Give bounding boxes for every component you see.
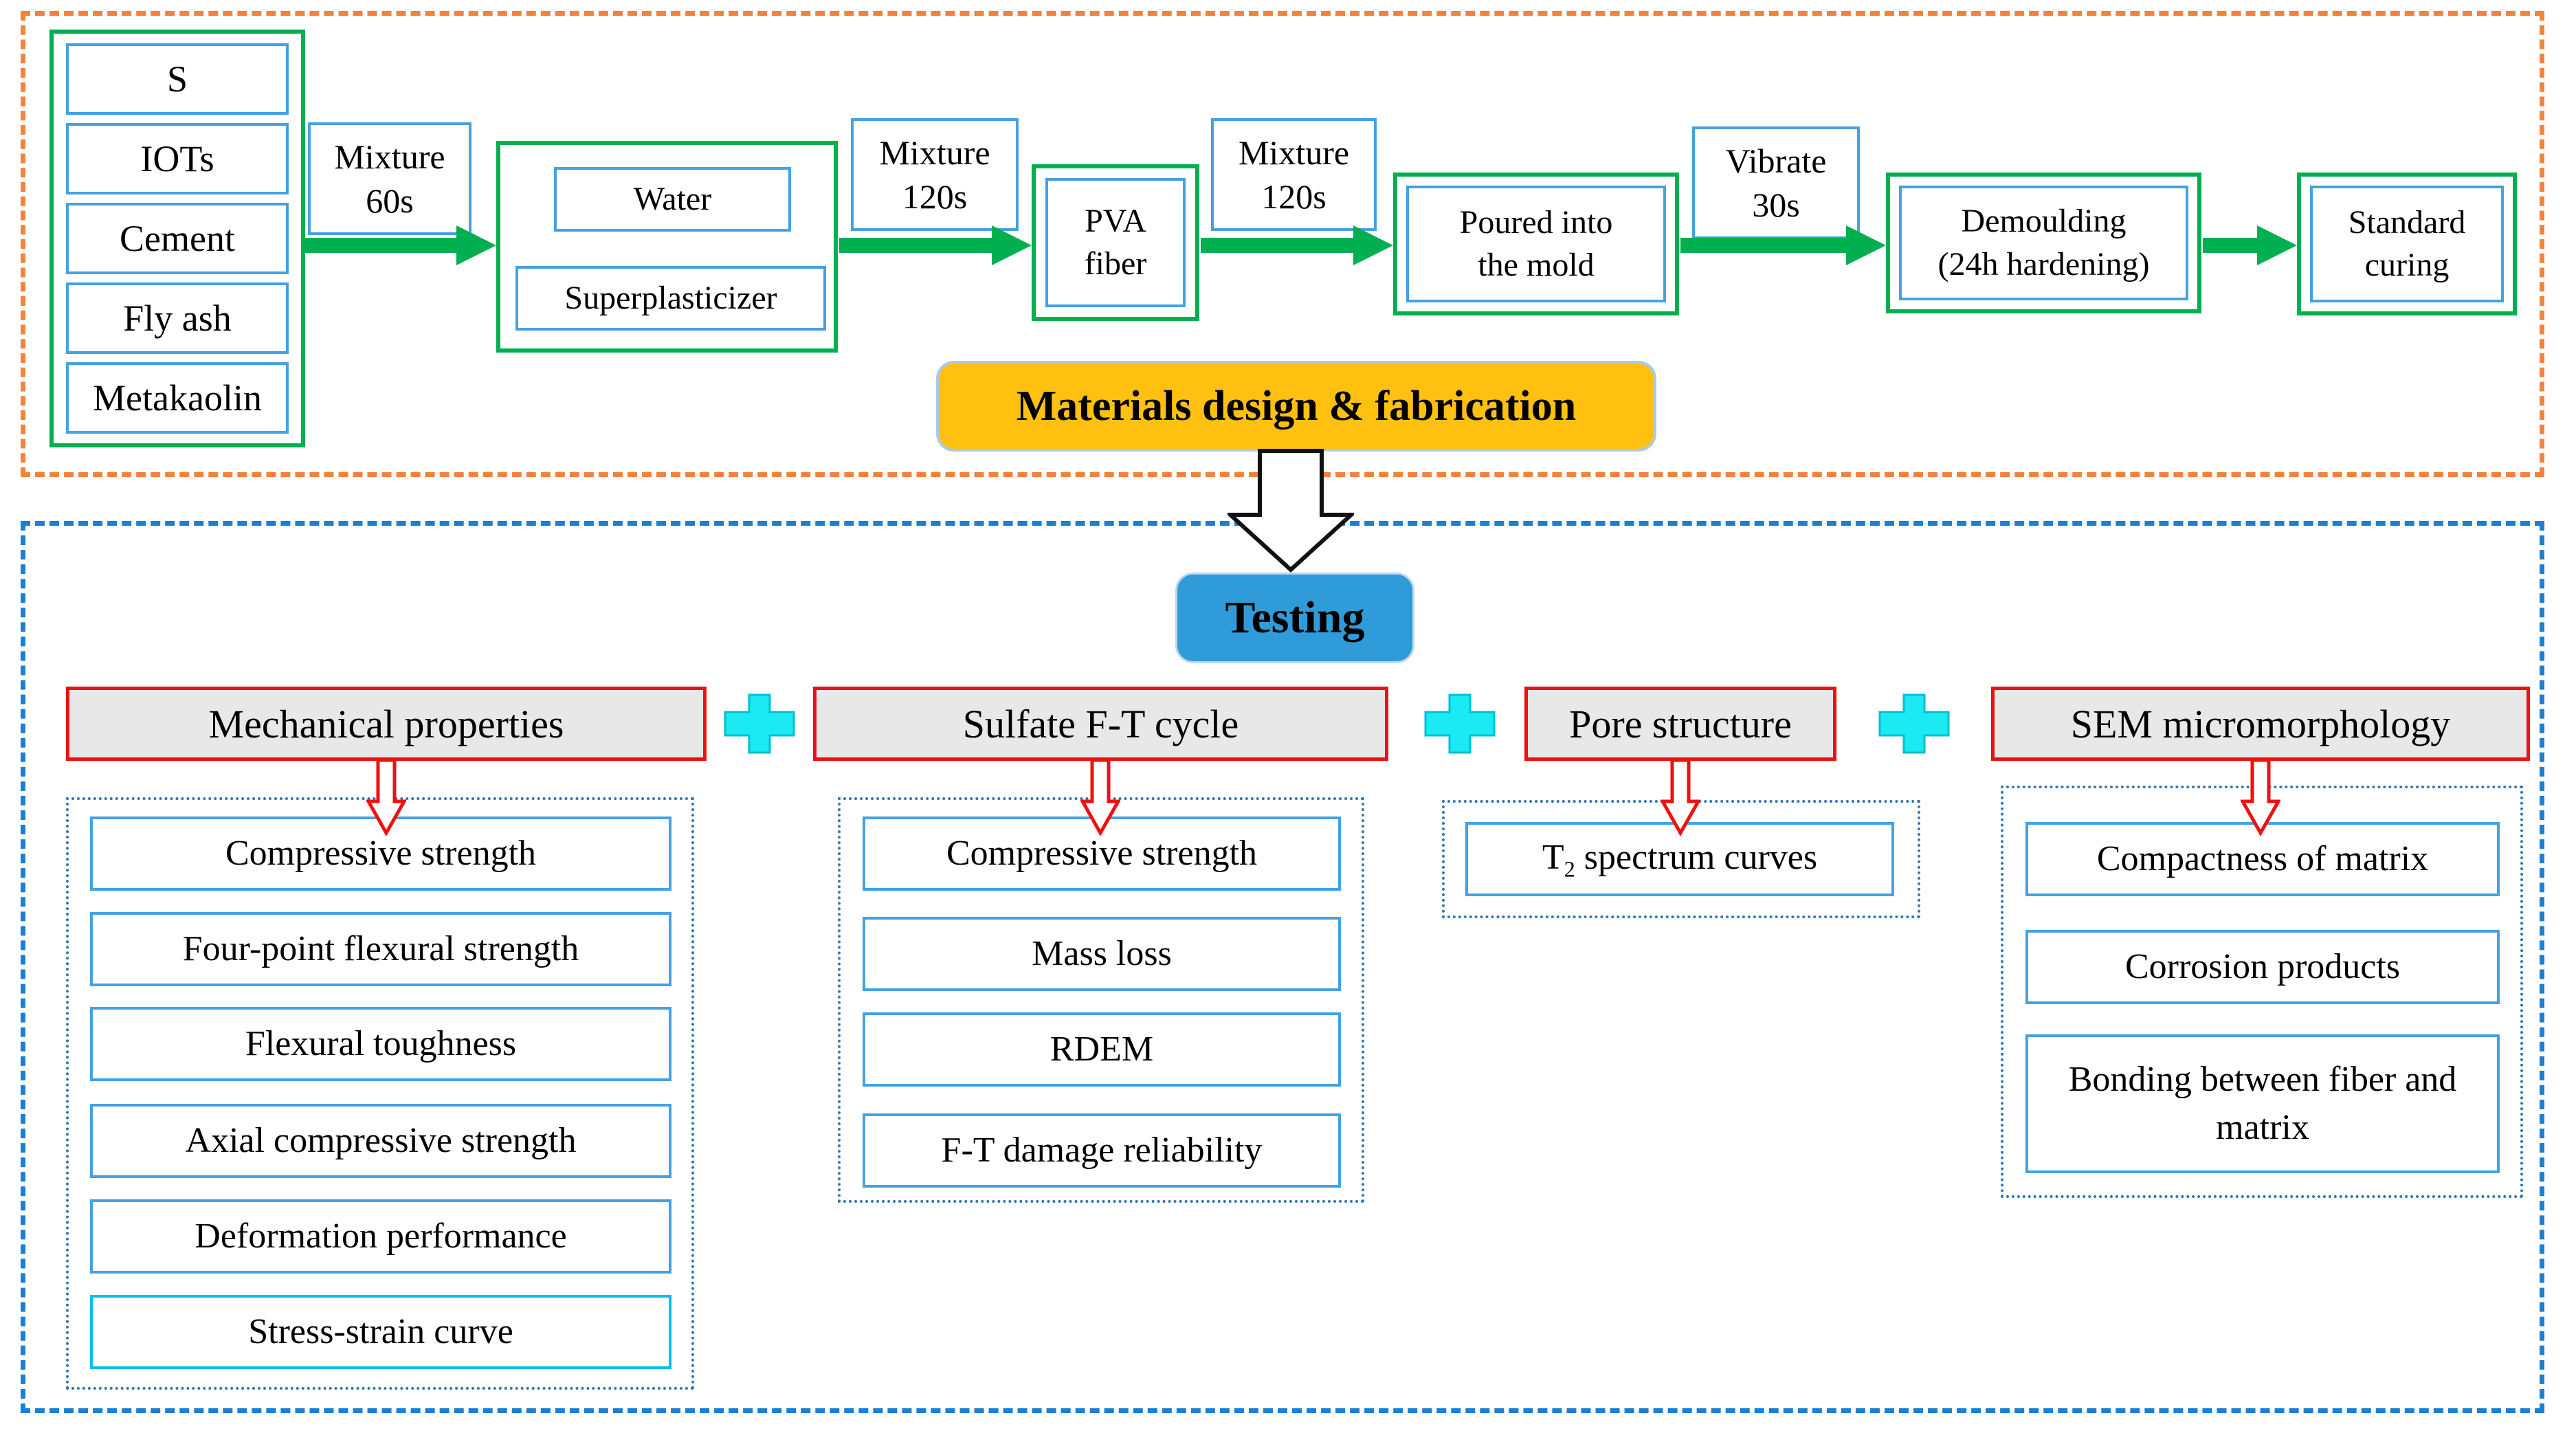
test-item-label: Four-point flexural strength: [182, 929, 579, 968]
ingredient-box: Metakaolin: [66, 362, 289, 434]
test-item: RDEM: [863, 1012, 1341, 1087]
test-item: Deformation performance: [90, 1199, 671, 1274]
flow-arrow-icon: [302, 225, 496, 265]
demoulding-container: Demoulding(24h hardening): [1886, 173, 2201, 313]
ingredient-label: Cement: [120, 218, 235, 259]
test-item-label: Corrosion products: [2124, 946, 2401, 986]
test-item: Four-point flexural strength: [90, 912, 671, 986]
ingredients-container: S IOTs Cement Fly ash Metakaolin: [49, 30, 305, 447]
plus-icon: [1424, 693, 1496, 754]
water-box: Water: [554, 167, 791, 232]
category-header-pore: Pore structure: [1524, 687, 1836, 761]
flow-arrow-icon: [839, 225, 1032, 265]
test-item-label: Axial compressive strength: [185, 1120, 577, 1160]
ingredient-box: Fly ash: [66, 282, 289, 354]
category-header-mechanical: Mechanical properties: [66, 687, 707, 761]
test-item: Mass loss: [863, 917, 1341, 991]
test-item-label: F-T damage reliability: [941, 1130, 1263, 1170]
flow-arrow-icon: [1201, 225, 1393, 265]
test-item-label: Compactness of matrix: [2096, 838, 2429, 878]
ingredient-label: Metakaolin: [93, 377, 262, 419]
mechanical-list-container: [66, 797, 694, 1390]
fabrication-badge-label: Materials design & fabrication: [1016, 382, 1577, 430]
test-item: Bonding between fiber and matrix: [2025, 1034, 2500, 1173]
water-label: Water: [633, 180, 712, 217]
test-item-label: Stress-strain curve: [248, 1311, 513, 1351]
flow-arrow-icon: [2203, 225, 2297, 265]
category-header-label: Pore structure: [1569, 701, 1792, 746]
fabrication-badge: Materials design & fabrication: [936, 361, 1656, 452]
test-item: F-T damage reliability: [863, 1113, 1341, 1188]
test-item-label: Bonding between fiber and matrix: [2068, 1059, 2457, 1147]
category-header-sem: SEM micromorphology: [1991, 687, 2530, 761]
test-item-label: RDEM: [1050, 1029, 1154, 1069]
demoulding-box: Demoulding(24h hardening): [1899, 186, 2188, 300]
plus-icon: [724, 693, 795, 754]
testing-badge-label: Testing: [1225, 592, 1365, 643]
test-item: Axial compressive strength: [90, 1104, 671, 1178]
category-header-label: SEM micromorphology: [2070, 701, 2451, 746]
plus-icon: [1878, 693, 1950, 754]
ingredient-box: S: [66, 43, 289, 115]
ingredient-label: S: [166, 58, 188, 100]
demoulding-label: Demoulding(24h hardening): [1937, 203, 2150, 282]
category-header-label: Sulfate F-T cycle: [962, 701, 1239, 746]
test-item-label: Compressive strength: [946, 833, 1258, 873]
test-item-label: Deformation performance: [195, 1216, 567, 1256]
water-superplasticizer-container: Water Superplasticizer: [496, 141, 838, 353]
test-item: Flexural toughness: [90, 1007, 671, 1081]
test-item: Stress-strain curve: [90, 1295, 671, 1369]
red-down-arrow-icon: [366, 759, 406, 836]
test-item: Compactness of matrix: [2025, 822, 2500, 896]
red-down-arrow-icon: [1661, 759, 1700, 836]
test-item-label: Mass loss: [1032, 933, 1172, 973]
ingredient-box: IOTs: [66, 123, 289, 195]
category-header-sulfate: Sulfate F-T cycle: [813, 687, 1388, 761]
test-item-label: Compressive strength: [225, 833, 537, 873]
test-item: Corrosion products: [2025, 930, 2500, 1004]
ingredient-label: Fly ash: [123, 298, 232, 339]
ingredient-box: Cement: [66, 203, 289, 274]
red-down-arrow-icon: [1080, 759, 1120, 836]
category-header-label: Mechanical properties: [208, 701, 564, 746]
test-item-label: T2 spectrum curves: [1542, 838, 1818, 882]
flow-arrow-icon: [1680, 225, 1886, 265]
superplasticizer-box: Superplasticizer: [515, 266, 826, 331]
test-item-label: Flexural toughness: [245, 1023, 517, 1063]
red-down-arrow-icon: [2241, 759, 2280, 836]
superplasticizer-label: Superplasticizer: [564, 279, 777, 316]
ingredient-label: IOTs: [140, 138, 214, 179]
testing-badge: Testing: [1175, 573, 1414, 663]
down-arrow-icon: [1228, 449, 1354, 573]
